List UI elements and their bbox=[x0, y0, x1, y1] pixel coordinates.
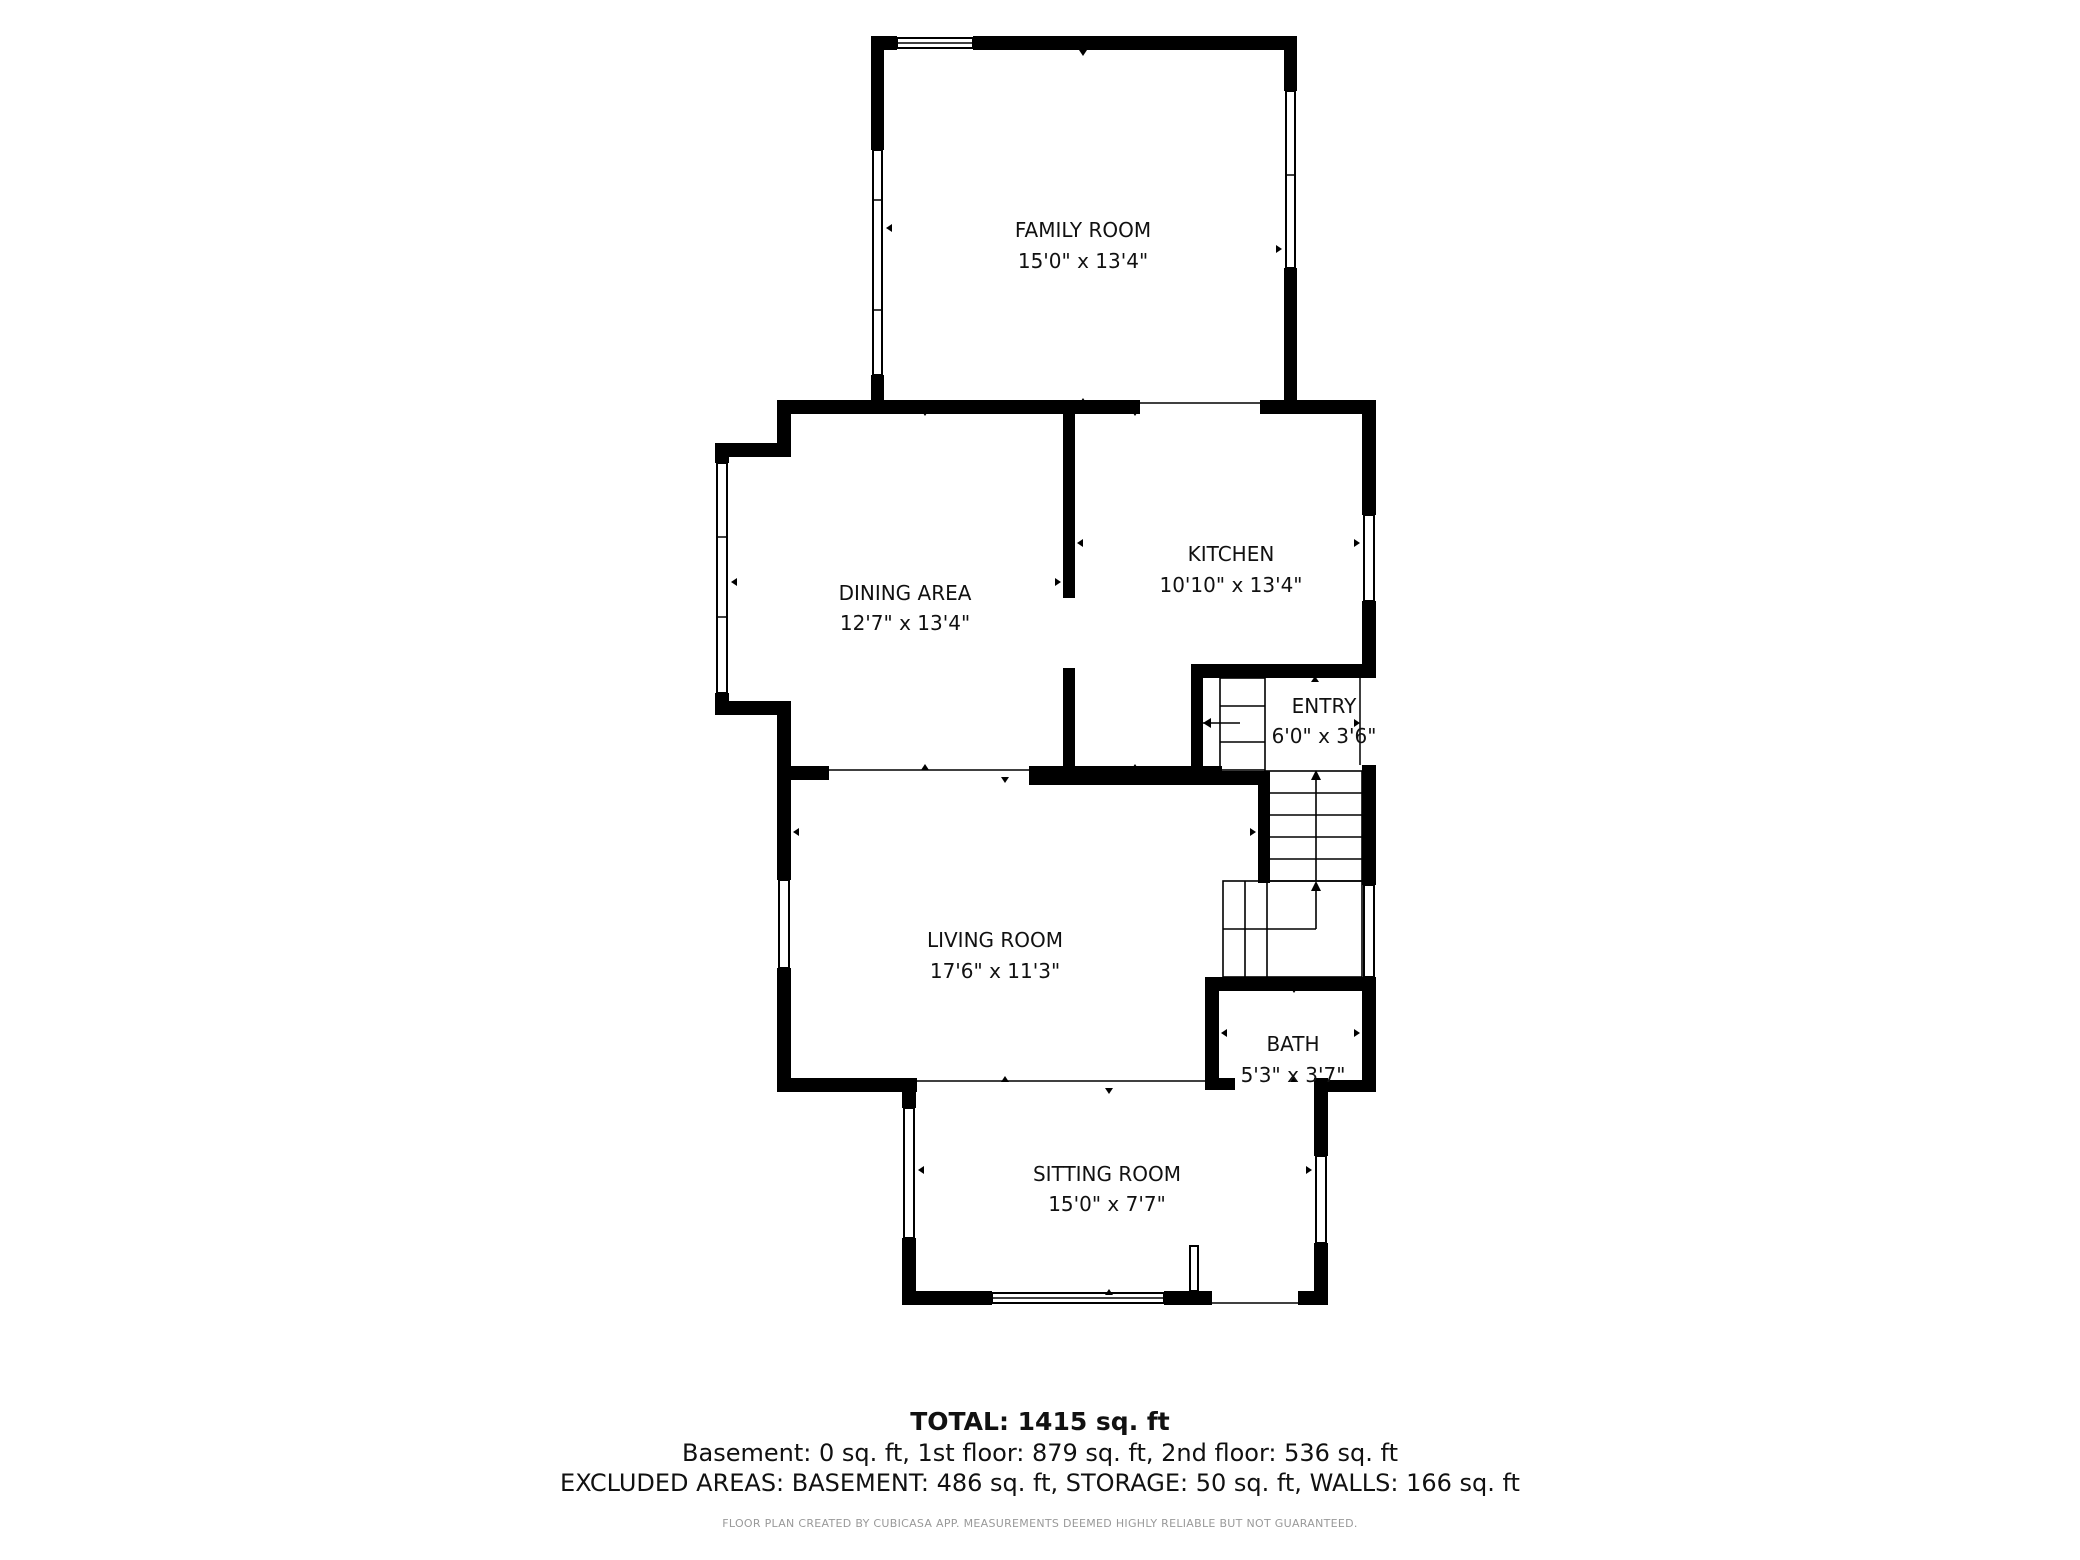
dining-area-label: DINING AREA bbox=[839, 581, 972, 605]
family-room-dims: 15'0" x 13'4" bbox=[1018, 249, 1148, 273]
family-room-windows bbox=[872, 37, 1296, 376]
credit-note: FLOOR PLAN CREATED BY CUBICASA APP. MEAS… bbox=[722, 1517, 1358, 1530]
dimension-ticks bbox=[731, 50, 1360, 1295]
living-room-walls bbox=[777, 766, 1376, 1092]
sitting-room-walls bbox=[902, 1078, 1328, 1305]
floor-breakdown: Basement: 0 sq. ft, 1st floor: 879 sq. f… bbox=[682, 1439, 1398, 1467]
bath-dims: 5'3" x 3'7" bbox=[1241, 1063, 1346, 1087]
kitchen-label: KITCHEN bbox=[1188, 542, 1275, 566]
sitting-room-label: SITTING ROOM bbox=[1033, 1162, 1181, 1186]
entry-dims: 6'0" x 3'6" bbox=[1272, 724, 1377, 748]
sitting-room-dims: 15'0" x 7'7" bbox=[1048, 1192, 1166, 1216]
living-stairs bbox=[1222, 770, 1375, 978]
entry-stairs bbox=[1203, 677, 1361, 771]
excluded-areas: EXCLUDED AREAS: BASEMENT: 486 sq. ft, ST… bbox=[560, 1469, 1520, 1497]
family-room-walls bbox=[871, 36, 1297, 405]
entry-walls bbox=[1191, 664, 1376, 885]
entry-label: ENTRY bbox=[1292, 694, 1357, 718]
dining-area-dims: 12'7" x 13'4" bbox=[840, 611, 970, 635]
family-room-label: FAMILY ROOM bbox=[1015, 218, 1151, 242]
sitting-room-windows bbox=[903, 1107, 1327, 1304]
bath-label: BATH bbox=[1266, 1032, 1319, 1056]
total-area: TOTAL: 1415 sq. ft bbox=[910, 1407, 1170, 1436]
living-room-dims: 17'6" x 11'3" bbox=[930, 959, 1060, 983]
living-room-label: LIVING ROOM bbox=[927, 928, 1063, 952]
living-room-windows bbox=[778, 879, 1205, 1082]
kitchen-dims: 10'10" x 13'4" bbox=[1159, 573, 1302, 597]
